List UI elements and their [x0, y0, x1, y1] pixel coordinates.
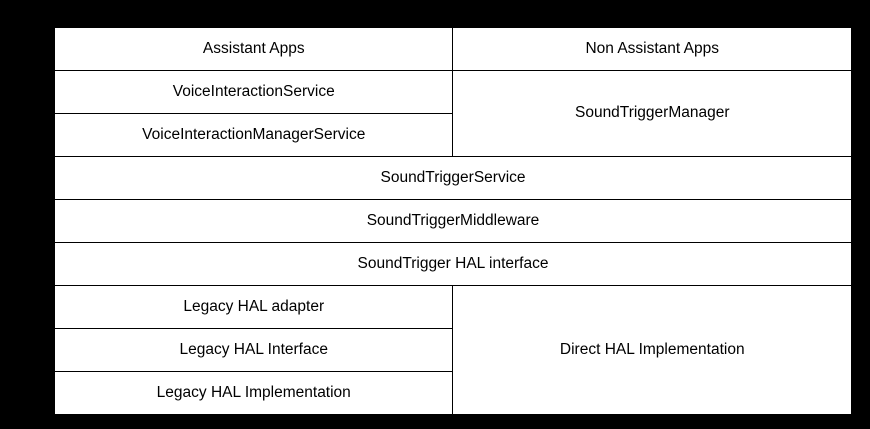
cell-voice-interaction-service: VoiceInteractionService [53, 70, 454, 114]
table-row-legacy-hal-adapter: Legacy HAL adapter Direct HAL Implementa… [53, 285, 852, 415]
table-row-hal-interface: SoundTrigger HAL interface [54, 242, 852, 286]
cell-direct-hal-implementation: Direct HAL Implementation [452, 285, 852, 415]
cell-non-assistant-apps: Non Assistant Apps [452, 27, 852, 71]
cell-legacy-hal-interface: Legacy HAL Interface [53, 328, 454, 372]
table-row-sound-trigger-service: SoundTriggerService [54, 156, 852, 200]
cell-voice-interaction-manager-service: VoiceInteractionManagerService [53, 113, 454, 157]
architecture-table: Assistant Apps Non Assistant Apps VoiceI… [53, 27, 852, 415]
cell-sound-trigger-service: SoundTriggerService [54, 156, 852, 200]
table-row-legacy-hal-interface: Legacy HAL Interface [53, 328, 852, 372]
table-row-voice-interaction-manager-service: VoiceInteractionManagerService [53, 113, 852, 157]
cell-sound-trigger-hal-interface: SoundTrigger HAL interface [54, 242, 852, 286]
cell-legacy-hal-implementation: Legacy HAL Implementation [53, 371, 454, 415]
table-row-voice-interaction-service: VoiceInteractionService SoundTriggerMana… [53, 70, 852, 157]
table-row-headers: Assistant Apps Non Assistant Apps [53, 27, 852, 71]
cell-legacy-hal-adapter: Legacy HAL adapter [53, 285, 454, 329]
table-row-sound-trigger-middleware: SoundTriggerMiddleware [54, 199, 852, 243]
cell-sound-trigger-manager: SoundTriggerManager [452, 70, 852, 157]
table-row-legacy-hal-implementation: Legacy HAL Implementation [53, 371, 852, 415]
cell-sound-trigger-middleware: SoundTriggerMiddleware [54, 199, 852, 243]
cell-assistant-apps: Assistant Apps [53, 27, 454, 71]
